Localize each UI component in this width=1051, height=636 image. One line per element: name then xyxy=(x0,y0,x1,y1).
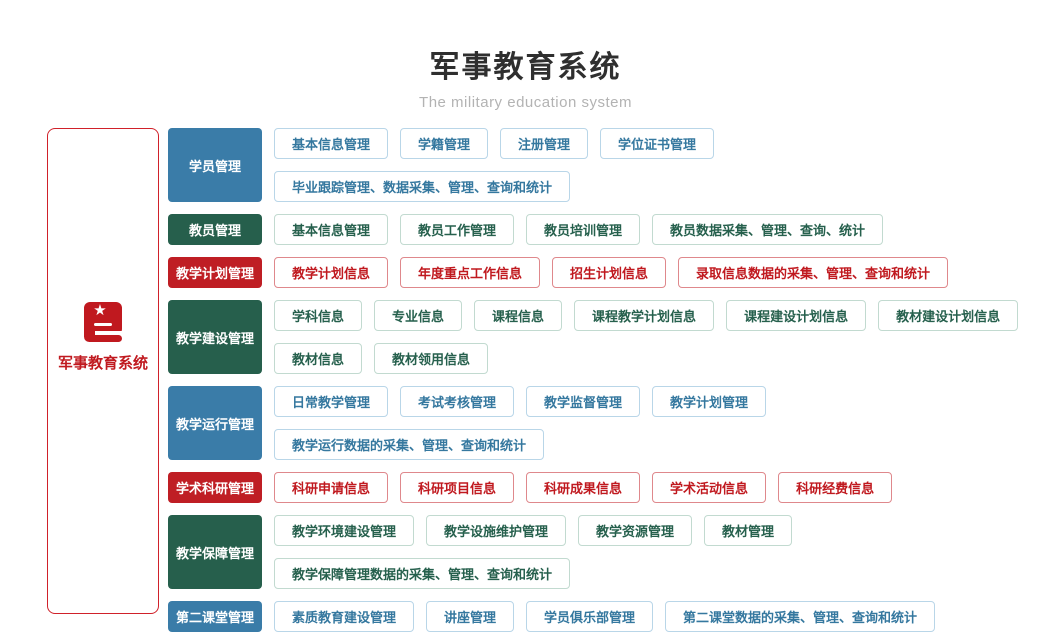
module-button[interactable]: 教学运行数据的采集、管理、查询和统计 xyxy=(274,429,545,460)
module-button[interactable]: 考试考核管理 xyxy=(400,386,515,417)
category-row: 教学保障管理教学环境建设管理教学设施维护管理教学资源管理教材管理教学保障管理数据… xyxy=(168,515,1008,589)
category-row: 第二课堂管理素质教育建设管理讲座管理学员俱乐部管理第二课堂数据的采集、管理、查询… xyxy=(168,601,1008,632)
module-items: 日常教学管理考试考核管理教学监督管理教学计划管理教学运行数据的采集、管理、查询和… xyxy=(274,386,1008,460)
category-row: 教学计划管理教学计划信息年度重点工作信息招生计划信息录取信息数据的采集、管理、查… xyxy=(168,257,1008,288)
page-title: 军事教育系统 xyxy=(429,51,622,84)
module-lines: 学科信息专业信息课程信息课程教学计划信息课程建设计划信息教材建设计划信息教材信息… xyxy=(274,300,1019,374)
module-button[interactable]: 教材信息 xyxy=(274,343,363,374)
module-button[interactable]: 科研申请信息 xyxy=(274,472,389,503)
category-button[interactable]: 学员管理 xyxy=(168,128,262,202)
module-button[interactable]: 日常教学管理 xyxy=(274,386,389,417)
module-button[interactable]: 科研成果信息 xyxy=(526,472,641,503)
module-button[interactable]: 教学设施维护管理 xyxy=(426,515,567,546)
module-button[interactable]: 教学计划信息 xyxy=(274,257,389,288)
category-row: 学员管理基本信息管理学籍管理注册管理学位证书管理毕业跟踪管理、数据采集、管理、查… xyxy=(168,128,1008,202)
module-button[interactable]: 教材领用信息 xyxy=(374,343,489,374)
module-button[interactable]: 学籍管理 xyxy=(400,128,489,159)
module-line: 学科信息专业信息课程信息课程教学计划信息课程建设计划信息教材建设计划信息 xyxy=(274,300,1019,331)
module-items: 教学环境建设管理教学设施维护管理教学资源管理教材管理教学保障管理数据的采集、管理… xyxy=(274,515,1008,589)
module-items: 教学计划信息年度重点工作信息招生计划信息录取信息数据的采集、管理、查询和统计 xyxy=(274,257,949,288)
module-items: 基本信息管理学籍管理注册管理学位证书管理毕业跟踪管理、数据采集、管理、查询和统计 xyxy=(274,128,1008,202)
module-button[interactable]: 科研经费信息 xyxy=(778,472,893,503)
category-button[interactable]: 教学保障管理 xyxy=(168,515,262,589)
module-button[interactable]: 录取信息数据的采集、管理、查询和统计 xyxy=(678,257,949,288)
module-button[interactable]: 学员俱乐部管理 xyxy=(526,601,654,632)
module-items: 基本信息管理教员工作管理教员培训管理教员数据采集、管理、查询、统计 xyxy=(274,214,884,245)
module-items: 科研申请信息科研项目信息科研成果信息学术活动信息科研经费信息 xyxy=(274,472,893,503)
module-button[interactable]: 课程建设计划信息 xyxy=(726,300,867,331)
module-button[interactable]: 素质教育建设管理 xyxy=(274,601,415,632)
book-star-icon: ★ xyxy=(81,301,125,342)
module-button[interactable]: 年度重点工作信息 xyxy=(400,257,541,288)
module-items: 素质教育建设管理讲座管理学员俱乐部管理第二课堂数据的采集、管理、查询和统计 xyxy=(274,601,936,632)
module-button[interactable]: 课程教学计划信息 xyxy=(574,300,715,331)
system-root-inner: ★ 军事教育系统 xyxy=(57,301,148,373)
module-button[interactable]: 学位证书管理 xyxy=(600,128,715,159)
module-button[interactable]: 注册管理 xyxy=(500,128,589,159)
module-button[interactable]: 基本信息管理 xyxy=(274,214,389,245)
category-row: 教学建设管理学科信息专业信息课程信息课程教学计划信息课程建设计划信息教材建设计划… xyxy=(168,300,1019,374)
module-button[interactable]: 教学计划管理 xyxy=(652,386,767,417)
page-subtitle: The military education system xyxy=(419,94,632,111)
module-button[interactable]: 教员培训管理 xyxy=(526,214,641,245)
module-line: 教材信息教材领用信息 xyxy=(274,343,1018,374)
module-button[interactable]: 专业信息 xyxy=(374,300,463,331)
category-button[interactable]: 教学计划管理 xyxy=(168,257,262,288)
category-button[interactable]: 教员管理 xyxy=(168,214,262,245)
star-glyph: ★ xyxy=(93,301,107,319)
system-root-node: ★ 军事教育系统 xyxy=(47,128,159,614)
module-button[interactable]: 教学资源管理 xyxy=(578,515,693,546)
module-button[interactable]: 学术活动信息 xyxy=(652,472,767,503)
module-button[interactable]: 毕业跟踪管理、数据采集、管理、查询和统计 xyxy=(274,171,571,202)
category-row: 教员管理基本信息管理教员工作管理教员培训管理教员数据采集、管理、查询、统计 xyxy=(168,214,1008,245)
category-button[interactable]: 第二课堂管理 xyxy=(168,601,262,632)
module-button[interactable]: 学科信息 xyxy=(274,300,363,331)
system-root-label: 军事教育系统 xyxy=(57,354,148,372)
category-button[interactable]: 教学运行管理 xyxy=(168,386,262,460)
module-rows: 学员管理基本信息管理学籍管理注册管理学位证书管理毕业跟踪管理、数据采集、管理、查… xyxy=(168,128,1019,636)
category-button[interactable]: 教学建设管理 xyxy=(168,300,262,374)
category-row: 学术科研管理科研申请信息科研项目信息科研成果信息学术活动信息科研经费信息 xyxy=(168,472,1008,503)
module-button[interactable]: 招生计划信息 xyxy=(552,257,667,288)
module-button[interactable]: 教材建设计划信息 xyxy=(878,300,1019,331)
module-button[interactable]: 基本信息管理 xyxy=(274,128,389,159)
module-button[interactable]: 教员数据采集、管理、查询、统计 xyxy=(652,214,884,245)
page-header: 军事教育系统 The military education system xyxy=(0,42,1051,111)
module-button[interactable]: 第二课堂数据的采集、管理、查询和统计 xyxy=(665,601,936,632)
category-row: 教学运行管理日常教学管理考试考核管理教学监督管理教学计划管理教学运行数据的采集、… xyxy=(168,386,1008,460)
module-button[interactable]: 科研项目信息 xyxy=(400,472,515,503)
module-button[interactable]: 教学监督管理 xyxy=(526,386,641,417)
module-button[interactable]: 教学环境建设管理 xyxy=(274,515,415,546)
module-button[interactable]: 课程信息 xyxy=(474,300,563,331)
module-button[interactable]: 讲座管理 xyxy=(426,601,515,632)
module-button[interactable]: 教材管理 xyxy=(704,515,793,546)
module-button[interactable]: 教员工作管理 xyxy=(400,214,515,245)
module-button[interactable]: 教学保障管理数据的采集、管理、查询和统计 xyxy=(274,558,571,589)
category-button[interactable]: 学术科研管理 xyxy=(168,472,262,503)
